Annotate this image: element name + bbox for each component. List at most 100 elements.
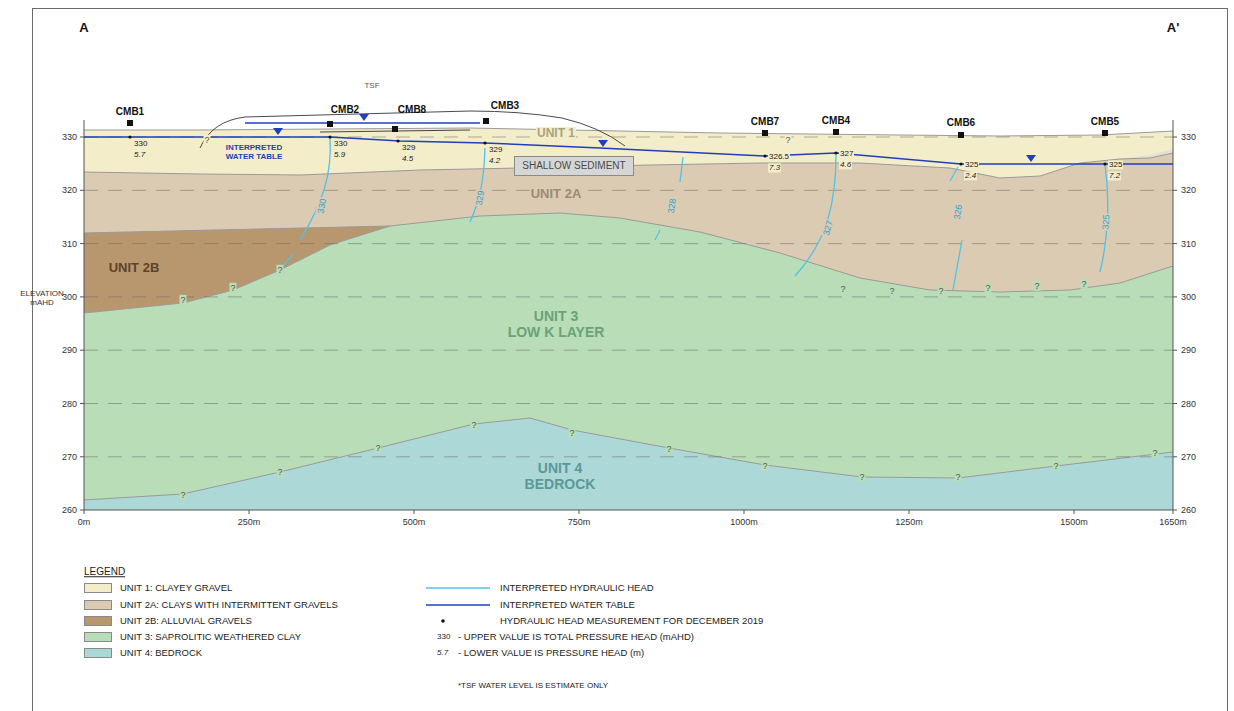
unit-label: UNIT 4 BEDROCK xyxy=(525,460,596,492)
unit-boundaries-part xyxy=(84,128,1173,136)
borehole-markers-part xyxy=(127,120,133,126)
borehole-markers-part xyxy=(958,132,964,138)
borehole-label: CMB1 xyxy=(116,106,144,118)
unit-boundaries-part xyxy=(84,213,1173,313)
hydraulic-head-lines-part xyxy=(283,254,293,266)
legend-text: - UPPER VALUE IS TOTAL PRESSURE HEAD (mA… xyxy=(458,632,694,643)
legend-sample-value: 330 xyxy=(437,632,450,641)
hydraulic-head-lines-part xyxy=(953,240,962,290)
unit4-fill xyxy=(84,418,1173,510)
tsf-embankment-part xyxy=(359,114,369,121)
hydraulic-head-label: 325 xyxy=(1100,213,1112,231)
measurement-points-part xyxy=(396,139,399,142)
axes xyxy=(80,120,1177,514)
elevation-tick-label: 320 xyxy=(62,185,77,195)
total-head-value: 330 xyxy=(333,139,348,148)
water-table-label: INTERPRETED WATER TABLE xyxy=(226,143,283,161)
pressure-head-value: 5.7 xyxy=(133,150,146,159)
borehole-label: CMB2 xyxy=(331,104,359,116)
axes-part xyxy=(1173,137,1177,510)
distance-tick-label: 1000m xyxy=(730,517,758,527)
water-table-part xyxy=(273,128,283,135)
elevation-tick-label: 310 xyxy=(62,238,77,248)
uncertain-boundary-mark: ? xyxy=(888,286,895,296)
elevation-tick-label: 280 xyxy=(62,398,77,408)
pressure-head-value: 4.5 xyxy=(401,154,414,163)
borehole-markers-part xyxy=(833,129,839,135)
elevation-tick-label: 290 xyxy=(62,345,77,355)
axis-title: ELEVATION mAHD xyxy=(20,289,64,307)
hydraulic-head-lines-part xyxy=(795,155,836,276)
uncertain-boundary-mark: ? xyxy=(179,490,186,500)
total-head-value: 330 xyxy=(133,139,148,148)
borehole-label: CMB8 xyxy=(398,104,426,116)
distance-tick-label: 250m xyxy=(238,517,261,527)
axes-part xyxy=(80,137,84,510)
total-head-value: 327 xyxy=(839,149,854,158)
total-head-value: 329 xyxy=(488,145,503,154)
uncertain-boundary-mark: ? xyxy=(858,472,865,482)
elevation-tick-label: 290 xyxy=(1181,345,1196,355)
legend-text: INTERPRETED WATER TABLE xyxy=(500,600,635,611)
uncertain-boundary-mark: ? xyxy=(1080,279,1087,289)
uncertain-boundary-mark: ? xyxy=(1033,281,1040,291)
unit-label: UNIT 2B xyxy=(109,261,160,276)
measurement-points-part xyxy=(128,135,131,138)
unit-boundaries-part xyxy=(84,153,1173,178)
borehole-markers-part xyxy=(762,130,768,136)
uncertain-boundary-mark: ? xyxy=(203,135,210,145)
hydraulic-head-lines-part xyxy=(950,167,958,181)
total-head-value: 325 xyxy=(964,160,979,169)
elevation-gridlines-part xyxy=(84,190,1173,191)
total-head-value: 329 xyxy=(401,143,416,152)
unit-label: UNIT 1 xyxy=(536,127,576,141)
geological-units xyxy=(84,128,1173,510)
axes-part xyxy=(84,510,1173,514)
elevation-gridlines-part xyxy=(84,403,1173,404)
elevation-tick-label: 270 xyxy=(62,452,77,462)
elevation-gridlines-part xyxy=(84,243,1173,244)
elevation-gridlines-part xyxy=(84,456,1173,457)
legend-swatch xyxy=(84,648,112,658)
borehole-label: CMB4 xyxy=(822,115,850,127)
axes-part xyxy=(84,120,1173,510)
pressure-head-value: 4.2 xyxy=(488,156,501,165)
uncertain-boundary-mark: ? xyxy=(937,286,944,296)
uncertain-boundary-mark: ? xyxy=(665,444,672,454)
uncertain-boundary-mark: ? xyxy=(229,283,236,293)
legend-text: INTERPRETED HYDRAULIC HEAD xyxy=(500,583,654,594)
distance-tick-label: 1250m xyxy=(895,517,923,527)
elevation-tick-label: 330 xyxy=(62,132,77,142)
elevation-tick-label: 310 xyxy=(1181,238,1196,248)
total-head-value: 326.5 xyxy=(768,152,790,161)
note: *TSF WATER LEVEL IS ESTIMATE ONLY xyxy=(458,681,608,690)
measurement-points-part xyxy=(1103,162,1106,165)
elevation-tick-label: 300 xyxy=(62,292,77,302)
pressure-head-value: 7.3 xyxy=(768,163,781,172)
borehole-markers xyxy=(127,118,1108,138)
legend-swatch xyxy=(84,583,112,593)
uncertain-boundary-mark: ? xyxy=(954,472,961,482)
borehole-label: CMB6 xyxy=(947,117,975,129)
legend-text: UNIT 1: CLAYEY GRAVEL xyxy=(120,583,232,594)
legend-text: HYDRAULIC HEAD MEASUREMENT FOR DECEMBER … xyxy=(500,616,763,627)
elevation-tick-label: 330 xyxy=(1181,132,1196,142)
unit-label: UNIT 2A xyxy=(530,187,583,202)
elevation-tick-label: 300 xyxy=(1181,292,1196,302)
uncertain-boundary-mark: ? xyxy=(1052,461,1059,471)
section-end-label: A xyxy=(79,21,88,36)
measurement-points-part xyxy=(959,162,962,165)
pressure-head-value: 4.6 xyxy=(839,160,852,169)
measurement-points-part xyxy=(483,141,486,144)
legend-text: UNIT 2B: ALLUVIAL GRAVELS xyxy=(120,616,252,627)
unit-boundaries xyxy=(84,128,1173,500)
measurement-points-part xyxy=(834,151,837,154)
elevation-gridlines-part xyxy=(84,296,1173,297)
tsf-label: TSF xyxy=(364,81,379,90)
legend-heading: LEGEND xyxy=(84,566,125,578)
legend-text: UNIT 4: BEDROCK xyxy=(120,648,202,659)
elevation-tick-label: 270 xyxy=(1181,452,1196,462)
hydraulic-head-lines-part xyxy=(470,148,485,222)
legend-text: - LOWER VALUE IS PRESSURE HEAD (m) xyxy=(458,648,644,659)
